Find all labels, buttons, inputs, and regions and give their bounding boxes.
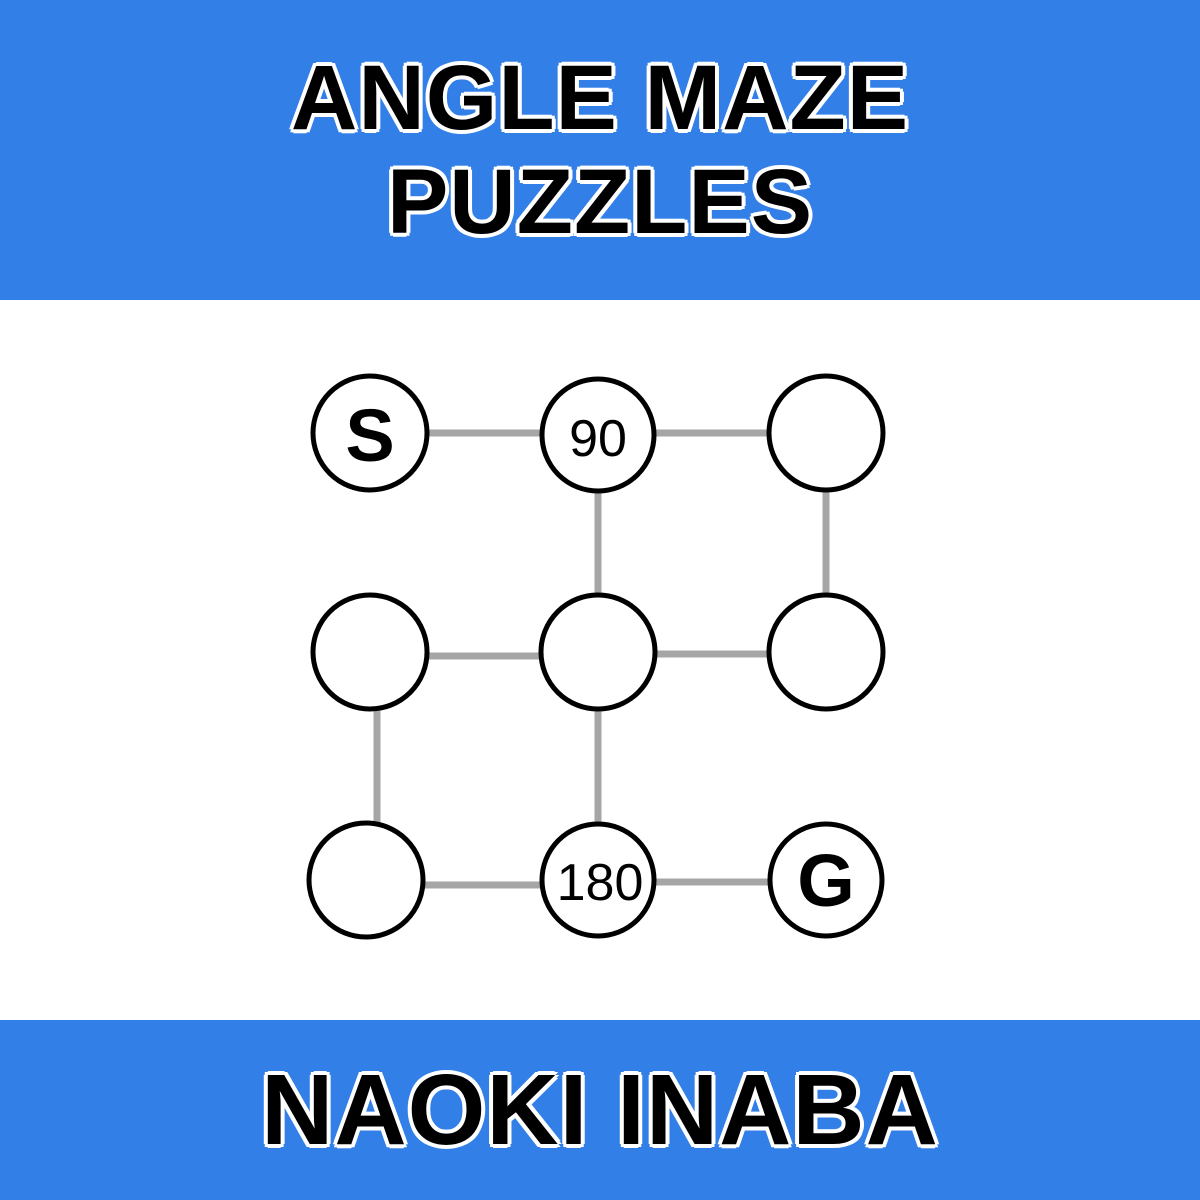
node-90 xyxy=(539,376,657,494)
node-label-start: S xyxy=(345,394,394,477)
node-r1c0 xyxy=(310,592,430,712)
node-label-goal: G xyxy=(797,839,855,922)
author-banner: NAOKI INABA xyxy=(0,1020,1200,1200)
author-name: NAOKI INABA xyxy=(261,1054,939,1166)
title-line-2: PUZZLES xyxy=(386,151,814,253)
node-label-180: 180 xyxy=(557,854,644,912)
node-r0c2 xyxy=(766,373,886,493)
node-r2c0 xyxy=(306,820,426,940)
node-start xyxy=(310,373,430,493)
node-goal xyxy=(767,821,885,939)
node-r1c1 xyxy=(538,592,658,712)
node-180 xyxy=(539,821,657,939)
node-label-90: 90 xyxy=(569,410,627,468)
title-line-1: ANGLE MAZE xyxy=(290,47,910,149)
title-banner: ANGLE MAZE PUZZLES xyxy=(0,0,1200,300)
maze-nodes xyxy=(306,373,886,940)
node-r1c2 xyxy=(766,592,886,712)
